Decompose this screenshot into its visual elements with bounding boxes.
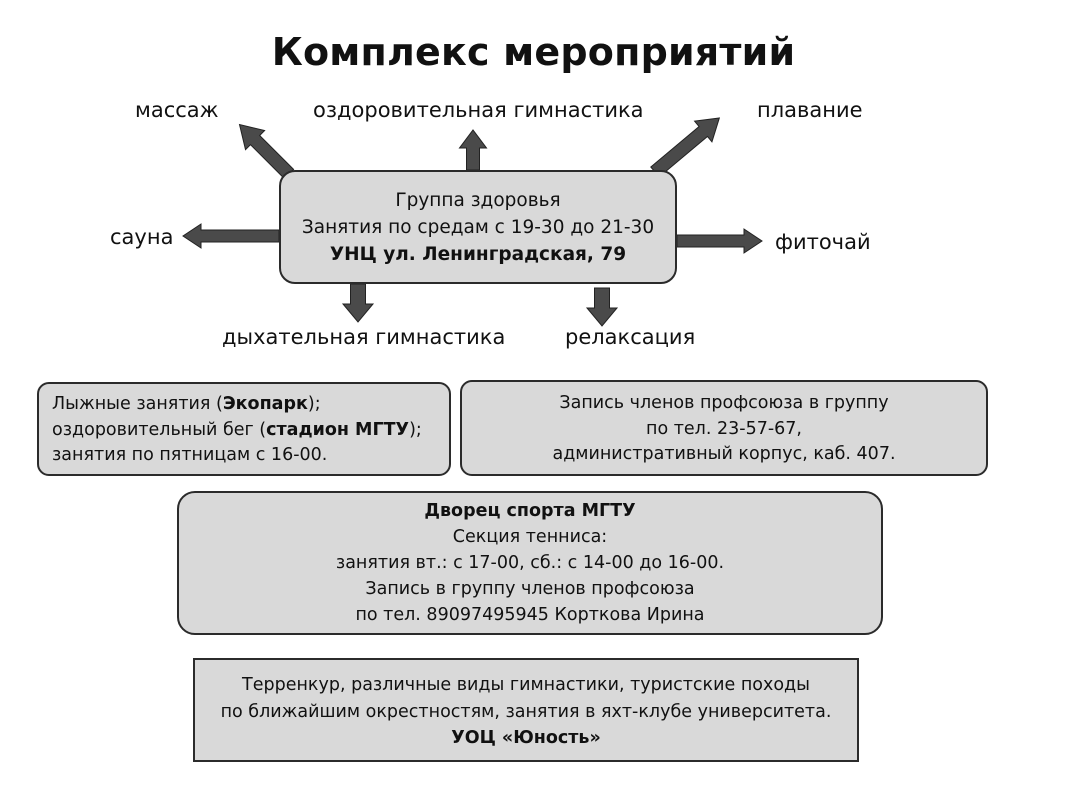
hub-line-1: Группа здоровья xyxy=(395,190,561,211)
stadium-location: стадион МГТУ xyxy=(266,419,410,440)
join-line-3: административный корпус, каб. 407. xyxy=(552,444,896,464)
ski-running-box: Лыжные занятия (Экопарк); оздоровительны… xyxy=(37,382,451,476)
palace-line-2: Секция тенниса: xyxy=(452,527,608,547)
hub-line-2: Занятия по средам с 19-30 до 21-30 xyxy=(301,217,655,238)
activity-swimming: плавание xyxy=(757,98,863,122)
ski-line-3: занятия по пятницам с 16-00. xyxy=(52,445,328,465)
ski-line-2: оздоровительный бег (стадион МГТУ); xyxy=(52,419,422,440)
camp-line-2: по ближайшим окрестностям, занятия в яхт… xyxy=(220,701,832,722)
activity-massage: массаж xyxy=(135,98,219,122)
arrow-to-health-gymnastics xyxy=(458,129,488,171)
arrow-to-sauna xyxy=(182,223,280,249)
activity-herbal-tea: фиточай xyxy=(775,230,871,254)
activity-breathing-gymnastics: дыхательная гимнастика xyxy=(222,325,506,349)
palace-title: Дворец спорта МГТУ xyxy=(424,501,636,521)
page-title: Комплекс мероприятий xyxy=(271,30,796,74)
arrow-to-breathing-gymnastics xyxy=(341,283,375,323)
arrow-to-swimming xyxy=(650,117,721,178)
ski-line-1: Лыжные занятия (Экопарк); xyxy=(52,394,321,414)
camp-line-1: Терренкур, различные виды гимнастики, ту… xyxy=(242,675,810,695)
palace-line-5: по тел. 89097495945 Корткова Ирина xyxy=(355,605,705,625)
activity-health-gymnastics: оздоровительная гимнастика xyxy=(313,98,644,122)
palace-line-4: Запись в группу членов профсоюза xyxy=(365,579,695,599)
sports-palace-box: Дворец спорта МГТУ Секция тенниса: занят… xyxy=(177,491,883,635)
registration-box: Запись членов профсоюза в группу по тел.… xyxy=(460,380,988,476)
camp-name: УОЦ «Юность» xyxy=(451,728,601,748)
hub-address: УНЦ ул. Ленинградская, 79 xyxy=(329,244,627,265)
join-line-2: по тел. 23-57-67, xyxy=(646,418,802,439)
arrow-to-relaxation xyxy=(585,287,619,327)
activity-sauna: сауна xyxy=(110,225,174,249)
palace-line-3: занятия вт.: с 17-00, сб.: с 14-00 до 16… xyxy=(335,553,725,573)
camp-box: Терренкур, различные виды гимнастики, ту… xyxy=(193,658,859,762)
activity-relaxation: релаксация xyxy=(565,325,696,349)
health-group-box: Группа здоровья Занятия по средам с 19-3… xyxy=(279,170,677,284)
arrow-to-herbal-tea xyxy=(676,228,763,254)
arrow-to-massage xyxy=(238,123,295,180)
ecopark-location: Экопарк xyxy=(222,394,308,414)
join-line-1: Запись членов профсоюза в группу xyxy=(559,393,889,413)
